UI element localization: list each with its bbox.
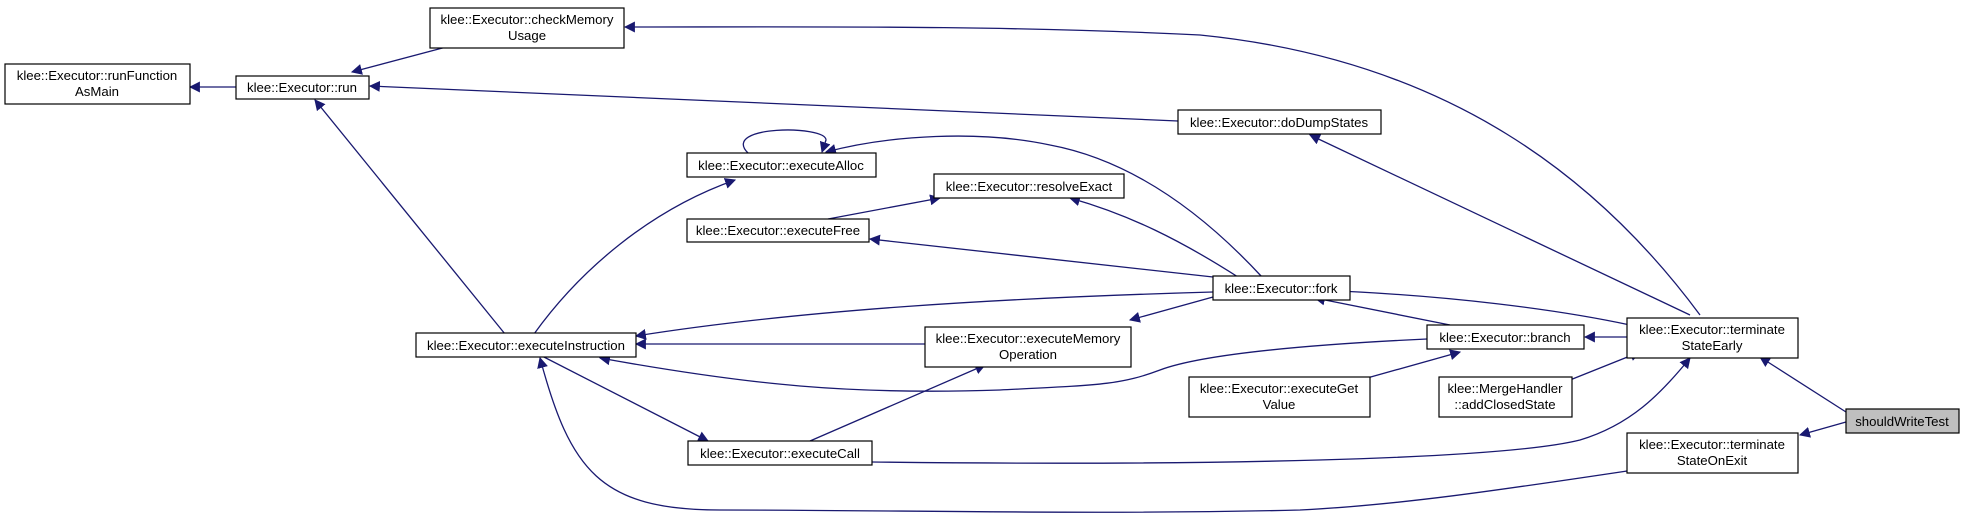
node-label: klee::Executor::executeFree xyxy=(696,223,860,238)
node-dodumpstates[interactable]: klee::Executor::doDumpStates xyxy=(1177,109,1382,135)
node-shouldwritetest[interactable]: shouldWriteTest xyxy=(1845,408,1960,434)
edge-executegetvalue-to-branch xyxy=(1359,349,1462,381)
node-label: klee::Executor::fork xyxy=(1225,281,1338,296)
node-terminatestateearly[interactable]: klee::Executor::terminate StateEarly xyxy=(1626,317,1799,359)
node-label-line-1: klee::Executor::terminate xyxy=(1639,437,1785,452)
node-label-line-1: klee::Executor::executeGet xyxy=(1200,381,1359,396)
node-label-line-2: StateOnExit xyxy=(1677,453,1748,468)
edge-executeinstruction-to-run xyxy=(314,99,506,335)
edge-executeinstruction-to-executealloc xyxy=(533,178,737,335)
node-executememoryoperation[interactable]: klee::Executor::executeMemory Operation xyxy=(924,326,1132,368)
node-label: klee::Executor::doDumpStates xyxy=(1190,115,1369,130)
edge-executealloc-self-loop xyxy=(743,129,831,154)
node-run[interactable]: klee::Executor::run xyxy=(235,75,370,100)
node-label-line-1: klee::Executor::terminate xyxy=(1639,322,1785,337)
node-executegetvalue[interactable]: klee::Executor::executeGet Value xyxy=(1188,376,1371,418)
node-label: klee::Executor::executeAlloc xyxy=(698,158,864,173)
node-label: klee::Executor::branch xyxy=(1439,330,1570,345)
node-label: klee::Executor::executeInstruction xyxy=(427,338,625,353)
node-executealloc[interactable]: klee::Executor::executeAlloc xyxy=(686,152,877,178)
edge-fork-to-executeinstruction xyxy=(634,291,1214,340)
graph-edges xyxy=(188,21,1847,513)
edge-executefree-to-resolveexact xyxy=(827,194,942,220)
edge-fork-to-executefree xyxy=(868,234,1214,278)
node-executecall[interactable]: klee::Executor::executeCall xyxy=(687,440,873,466)
node-resolveexact[interactable]: klee::Executor::resolveExact xyxy=(933,173,1125,199)
node-terminatestateonexit[interactable]: klee::Executor::terminate StateOnExit xyxy=(1626,432,1799,474)
edge-terminatestateearly-to-fork xyxy=(1313,284,1631,326)
node-label: klee::Executor::executeCall xyxy=(700,446,860,461)
edge-executecall-to-terminatestateearly xyxy=(871,357,1691,464)
edge-terminatestateearly-to-dodumpstates xyxy=(1309,134,1691,316)
node-label-line-1: klee::MergeHandler xyxy=(1447,381,1563,396)
node-label-line-2: Usage xyxy=(508,28,546,43)
node-executeinstruction[interactable]: klee::Executor::executeInstruction xyxy=(415,332,637,358)
node-label-line-2: ::addClosedState xyxy=(1454,397,1555,412)
node-label-line-1: klee::Executor::checkMemory xyxy=(441,12,614,27)
node-label-line-2: Operation xyxy=(999,347,1057,362)
edge-branch-to-executeinstruction xyxy=(598,338,1428,392)
edge-fork-to-executealloc xyxy=(824,135,1263,278)
node-label-line-1: klee::Executor::runFunction xyxy=(17,68,178,83)
node-label-line-2: StateEarly xyxy=(1682,338,1743,353)
node-label: klee::Executor::resolveExact xyxy=(946,179,1113,194)
node-executefree[interactable]: klee::Executor::executeFree xyxy=(686,218,870,243)
graph-nodes: klee::Executor::runFunction AsMain klee:… xyxy=(4,7,1960,474)
edge-terminatestateonexit-to-executeinstruction xyxy=(537,356,1628,513)
edge-fork-to-resolveexact xyxy=(1068,195,1239,278)
edge-executecall-to-executememoryoperation xyxy=(809,363,987,442)
node-label: klee::Executor::run xyxy=(247,80,357,95)
edge-terminatestateearly-to-checkmemoryusage xyxy=(623,21,1701,316)
node-runfunctionasmain[interactable]: klee::Executor::runFunction AsMain xyxy=(4,63,191,105)
node-branch[interactable]: klee::Executor::branch xyxy=(1426,324,1585,350)
node-label: shouldWriteTest xyxy=(1855,414,1949,429)
node-label-line-2: AsMain xyxy=(75,84,119,99)
node-addclosedstate[interactable]: klee::MergeHandler ::addClosedState xyxy=(1438,376,1573,418)
node-checkmemoryusage[interactable]: klee::Executor::checkMemory Usage xyxy=(429,7,625,49)
edge-shouldwritetest-to-terminatestateearly xyxy=(1759,356,1847,413)
edge-fork-to-executememoryoperation xyxy=(1128,296,1214,323)
node-label-line-2: Value xyxy=(1263,397,1296,412)
node-label-line-1: klee::Executor::executeMemory xyxy=(936,331,1121,346)
edge-executeinstruction-to-executecall xyxy=(539,354,709,442)
node-fork[interactable]: klee::Executor::fork xyxy=(1212,275,1351,301)
edge-branch-to-fork xyxy=(1313,294,1451,326)
edge-shouldwritetest-to-terminatestateonexit xyxy=(1798,421,1847,438)
edge-dodumpstates-to-run xyxy=(368,80,1179,122)
edge-checkmemoryusage-to-run xyxy=(350,45,451,75)
